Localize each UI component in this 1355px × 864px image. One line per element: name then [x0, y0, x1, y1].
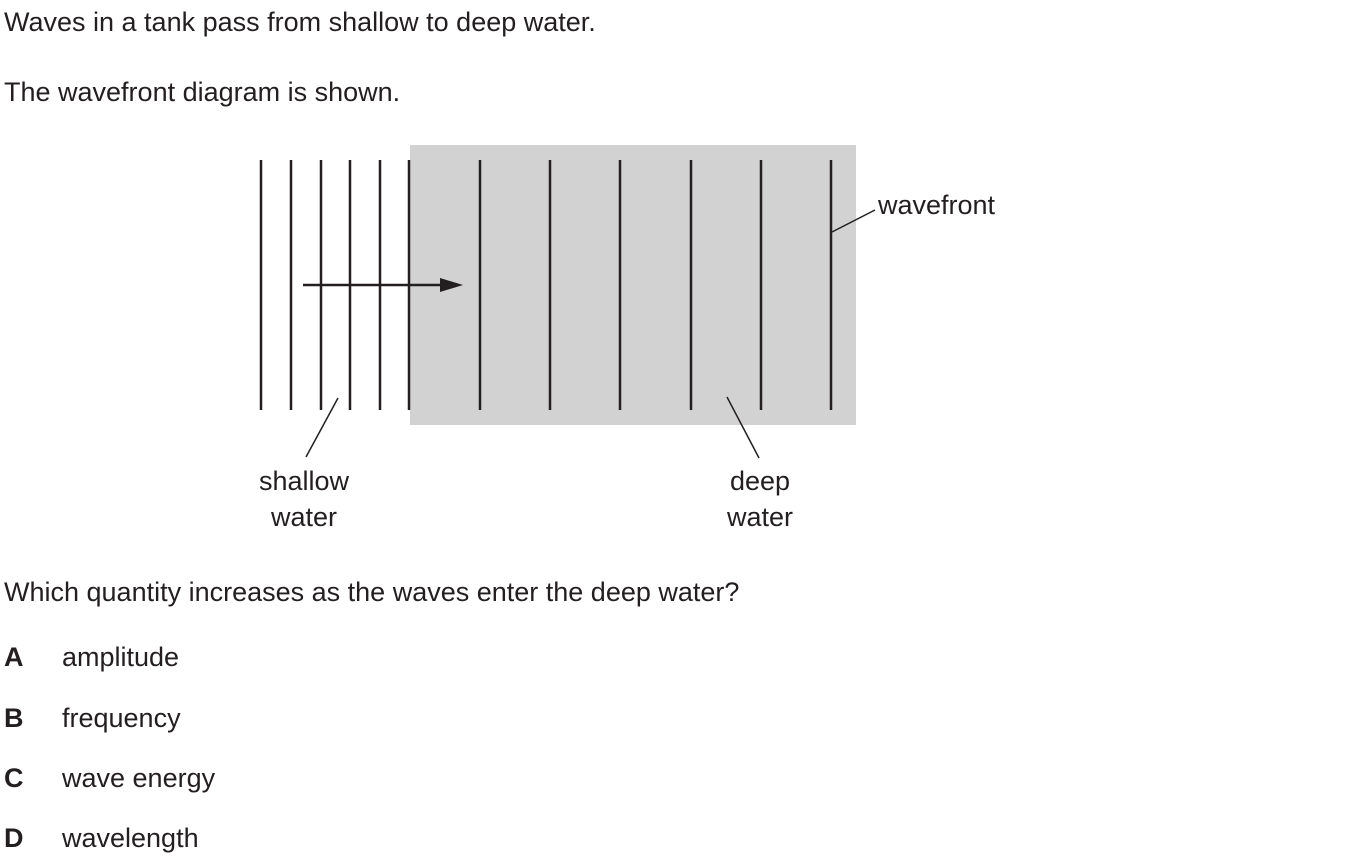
option-text: wavelength [62, 823, 199, 853]
option-letter: D [4, 823, 24, 853]
deep-water-wavefronts [478, 160, 833, 410]
wavefront-label: wavefront [878, 190, 996, 220]
option-letter: C [4, 763, 24, 793]
wavefront-leader-line [831, 209, 876, 233]
question-prompt: Which quantity increases as the waves en… [4, 577, 740, 607]
option-letter: A [4, 642, 24, 672]
shallow-leader-line [305, 397, 339, 458]
option-text: wave energy [62, 763, 216, 793]
option-text: amplitude [62, 642, 180, 672]
direction-arrow [303, 278, 463, 292]
deep-label-line-2: water [726, 502, 794, 532]
deep-leader-line [726, 396, 760, 459]
shallow-label-line-2: water [270, 502, 338, 532]
deep-label-line-1: deep [729, 466, 791, 496]
option-letter: B [4, 703, 24, 733]
deep-water-label: deep water [700, 463, 820, 535]
shallow-label-line-1: shallow [258, 466, 350, 496]
shallow-water-label: shallow water [234, 463, 374, 535]
question-stem-line-1: Waves in a tank pass from shallow to dee… [4, 7, 596, 37]
option-text: frequency [62, 703, 181, 733]
question-stem-line-2: The wavefront diagram is shown. [4, 77, 401, 107]
deep-water-region [410, 145, 856, 425]
